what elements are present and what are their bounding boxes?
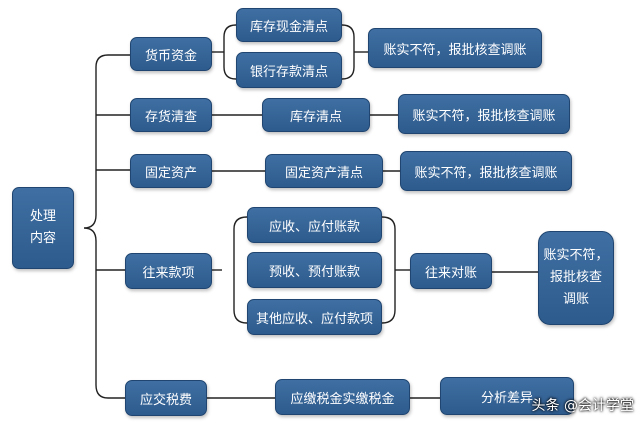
category-inventory: 存货清查	[130, 98, 212, 132]
category-fixed-assets: 固定资产	[130, 154, 212, 188]
detail-prepaid-advance: 预收、预付账款	[247, 252, 382, 288]
detail-fixed-assets-count: 固定资产清点	[265, 154, 383, 188]
outcome-fixed-assets-result: 账实不符，报批核查调账	[400, 151, 572, 191]
outcome-tax-result: 分析差异	[440, 377, 574, 415]
outcome-cash-result: 账实不符，报批核查调账	[368, 28, 542, 68]
category-cash: 货币资金	[130, 37, 212, 71]
category-accounts: 往来款项	[125, 253, 212, 289]
detail-cash-count: 库存现金清点	[236, 8, 342, 42]
category-taxes: 应交税费	[125, 380, 207, 416]
detail-receivable-payable: 应收、应付账款	[247, 207, 382, 243]
watermark-text: 头条 @会计学堂	[531, 398, 634, 414]
detail-bank-count: 银行存款清点	[236, 52, 342, 88]
outcome-accounts-result: 账实不符， 报批核查 调账	[538, 231, 614, 325]
detail-tax-compare: 应缴税金实缴税金	[275, 379, 410, 415]
root-node: 处理 内容	[12, 187, 74, 269]
outcome-reconcile: 往来对账	[410, 253, 492, 289]
detail-inventory-count: 库存清点	[262, 98, 370, 132]
root-brace	[83, 54, 109, 399]
outcome-inventory-result: 账实不符，报批核查调账	[398, 94, 570, 134]
detail-other-receivable-payable: 其他应收、应付款项	[247, 299, 382, 335]
